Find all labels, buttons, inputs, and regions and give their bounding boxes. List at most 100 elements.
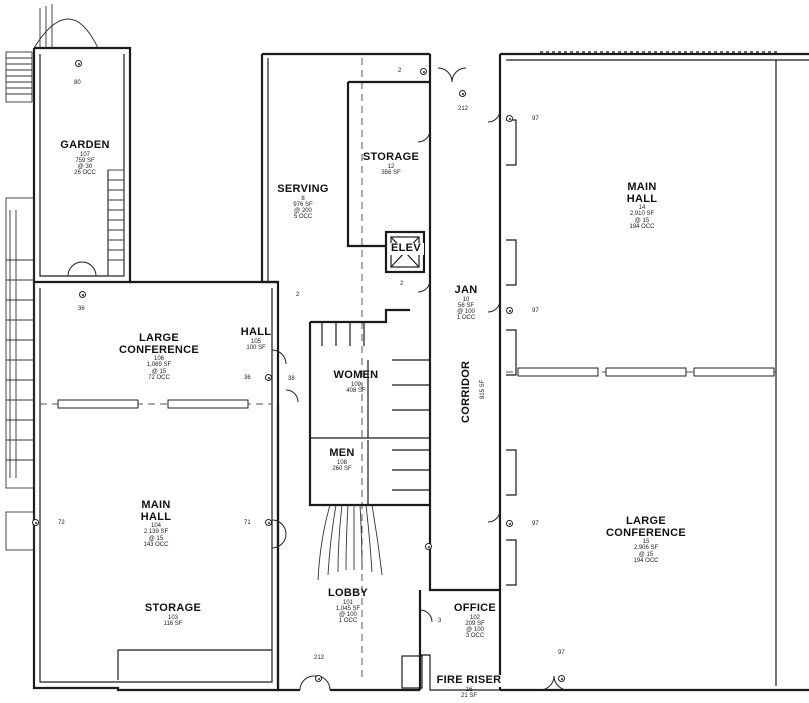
room-name: FIRE RISER: [432, 674, 506, 687]
sensor-marker: [459, 90, 466, 97]
room-hall: HALL 105 100 SF: [236, 326, 276, 351]
room-name: MAIN HALL: [140, 499, 172, 523]
sensor-marker: [32, 519, 39, 526]
room-office: OFFICE 102 209 SF @ 100 3 OCC: [448, 602, 502, 640]
room-load: @ 15: [148, 535, 164, 542]
room-name: STORAGE: [144, 602, 202, 614]
room-area: 976 SF: [293, 201, 313, 208]
room-number: 15: [642, 539, 650, 546]
room-large-conference-west: LARGE CONFERENCE 106 1,069 SF @ 15 72 OC…: [112, 332, 206, 381]
room-garden: GARDEN 107 759 SF @ 30 26 OCC: [52, 139, 118, 177]
east-walls: [498, 51, 809, 692]
room-number: 106: [153, 356, 164, 363]
room-lobby: LOBBY 101 1,045 SF @ 100 1 OCC: [322, 587, 374, 625]
room-number: 14: [638, 205, 646, 212]
room-corridor: CORRIDOR 815 SF: [458, 356, 492, 428]
room-load: @ 100: [457, 309, 475, 316]
room-occupancy: 194 OCC: [633, 557, 659, 564]
sensor-marker: [75, 60, 82, 67]
room-area: 116 SF: [163, 620, 183, 627]
reference-tag: 2: [400, 281, 404, 287]
room-area: 1,045 SF: [335, 605, 361, 612]
room-name: SERVING: [277, 183, 329, 195]
reference-tag: 2: [398, 68, 402, 74]
room-load: @ 100: [466, 627, 484, 634]
room-name: LARGE CONFERENCE: [605, 515, 686, 539]
reference-tag: 72: [58, 520, 65, 526]
room-area: 815 SF: [479, 379, 486, 399]
room-name: LARGE CONFERENCE: [118, 332, 199, 356]
room-name: GARDEN: [60, 139, 110, 151]
room-area: 2,139 SF: [143, 529, 169, 536]
room-occupancy: 1 OCC: [456, 315, 476, 322]
room-load: @ 15: [634, 217, 650, 224]
room-name: MEN: [329, 447, 355, 459]
room-name: HALL: [240, 326, 272, 338]
room-occupancy: 26 OCC: [74, 170, 96, 177]
sensor-marker: [506, 520, 513, 527]
room-load: @ 15: [151, 368, 167, 375]
room-women: WOMEN 109 408 SF: [326, 369, 386, 394]
sensor-marker: [79, 291, 86, 298]
room-load: @ 30: [77, 164, 93, 171]
room-name: CORRIDOR: [460, 360, 472, 424]
lobby-walls: [276, 404, 500, 692]
room-number: 108: [336, 459, 347, 466]
room-occupancy: 194 OCC: [629, 223, 655, 230]
reference-tag: 212: [314, 655, 325, 661]
reference-tag: 2: [296, 292, 300, 298]
room-jan: JAN 10 56 SF @ 100 1 OCC: [444, 284, 488, 322]
room-name: JAN: [454, 284, 478, 296]
room-main-hall-east: MAIN HALL 14 2,910 SF @ 15 194 OCC: [612, 181, 672, 230]
reference-tag: 97: [532, 308, 539, 314]
room-area: 759 SF: [75, 157, 95, 164]
room-occupancy: 143 OCC: [143, 541, 169, 548]
room-storage-north: STORAGE 12 356 SF: [356, 151, 426, 176]
room-number: 104: [150, 523, 161, 530]
room-area: 56 SF: [457, 302, 474, 309]
sensor-marker: [315, 675, 322, 682]
sensor-marker: [506, 307, 513, 314]
room-load: @ 15: [638, 551, 654, 558]
room-occupancy: 5 OCC: [293, 214, 313, 221]
room-number: 16: [465, 686, 473, 693]
room-area: 1,069 SF: [146, 362, 172, 369]
room-area: 2,910 SF: [629, 211, 655, 218]
room-number: 8: [301, 195, 305, 202]
room-area: 100 SF: [246, 344, 266, 351]
reference-tag: 36: [244, 375, 251, 381]
room-area: 356 SF: [381, 169, 401, 176]
room-name: LOBBY: [328, 587, 368, 599]
room-large-conference-east: LARGE CONFERENCE 15 2,906 SF @ 15 194 OC…: [596, 515, 696, 564]
room-number: 109: [350, 381, 361, 388]
reference-tag: 212: [458, 106, 469, 112]
room-name: OFFICE: [453, 602, 497, 614]
west-walls: [32, 280, 280, 692]
room-occupancy: 3 OCC: [465, 633, 485, 640]
room-number: 101: [342, 599, 353, 606]
reference-tag: 38: [288, 376, 295, 382]
room-load: @ 200: [294, 208, 312, 215]
room-area: 260 SF: [332, 465, 352, 472]
room-load: @ 100: [339, 612, 357, 619]
room-number: 102: [469, 614, 480, 621]
room-name: WOMEN: [333, 369, 379, 381]
room-number: 105: [250, 338, 261, 345]
doors: [67, 67, 569, 691]
room-area: 2,906 SF: [633, 545, 659, 552]
restrooms: [308, 300, 432, 507]
room-number: 10: [462, 296, 470, 303]
reference-tag: 36: [78, 306, 85, 312]
west-exterior-stair: [5, 197, 35, 551]
room-area: 209 SF: [465, 620, 485, 627]
sensor-marker: [425, 543, 432, 550]
room-occupancy: 72 OCC: [148, 374, 170, 381]
sensor-marker: [420, 68, 427, 75]
room-name: ELEV: [388, 242, 424, 255]
reference-tag: 71: [244, 520, 251, 526]
room-area: 21 SF: [460, 692, 477, 699]
reference-tag: 3: [438, 618, 442, 624]
room-name: STORAGE: [362, 151, 420, 163]
reference-tag: 80: [74, 80, 81, 86]
